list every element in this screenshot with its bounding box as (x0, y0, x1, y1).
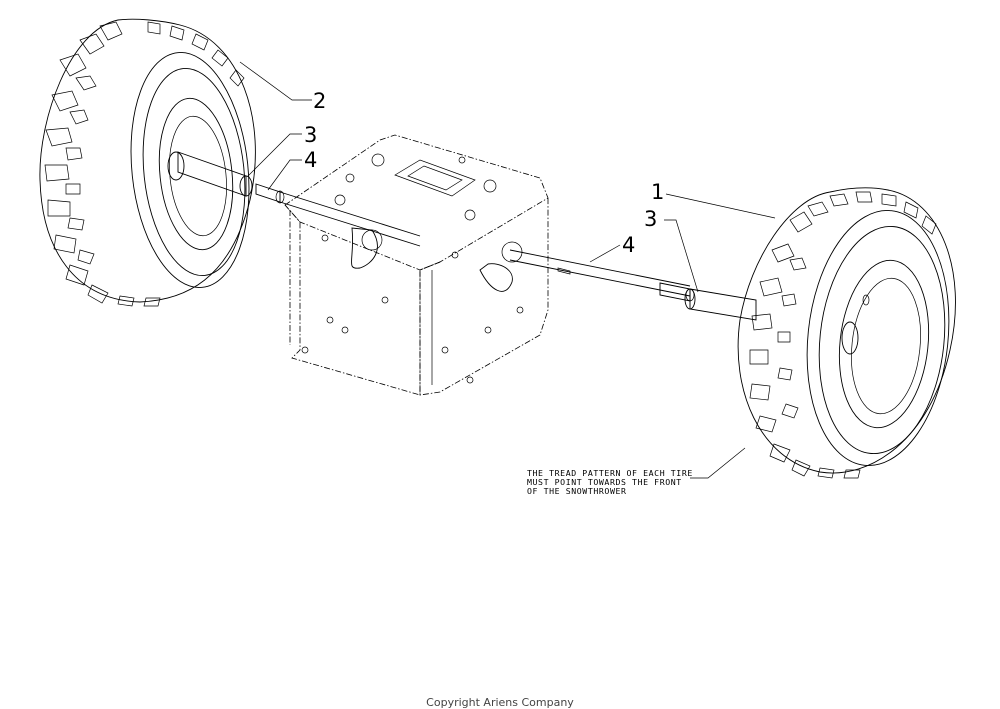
copyright-footer: Copyright Ariens Company (426, 696, 574, 709)
left-tire-tread (44, 21, 245, 307)
callout-leaders (239, 61, 776, 479)
callout-3-left: 3 (304, 123, 317, 147)
callout-1: 1 (651, 180, 664, 204)
note-line-2: MUST POINT TOWARDS THE FRONT (527, 477, 682, 487)
left-wheel (39, 18, 285, 307)
tread-note: THE TREAD PATTERN OF EACH TIRE MUST POIN… (527, 468, 693, 496)
note-line-3: OF THE SNOWTHROWER (527, 486, 627, 496)
callout-3-right: 3 (644, 207, 657, 231)
right-wheel (684, 187, 956, 479)
note-line-1: THE TREAD PATTERN OF EACH TIRE (527, 468, 693, 478)
callout-4-left: 4 (304, 148, 317, 172)
callout-2: 2 (313, 89, 326, 113)
right-tire-tread (749, 191, 937, 479)
frame-housing (284, 134, 549, 396)
callout-4-right: 4 (622, 233, 635, 257)
